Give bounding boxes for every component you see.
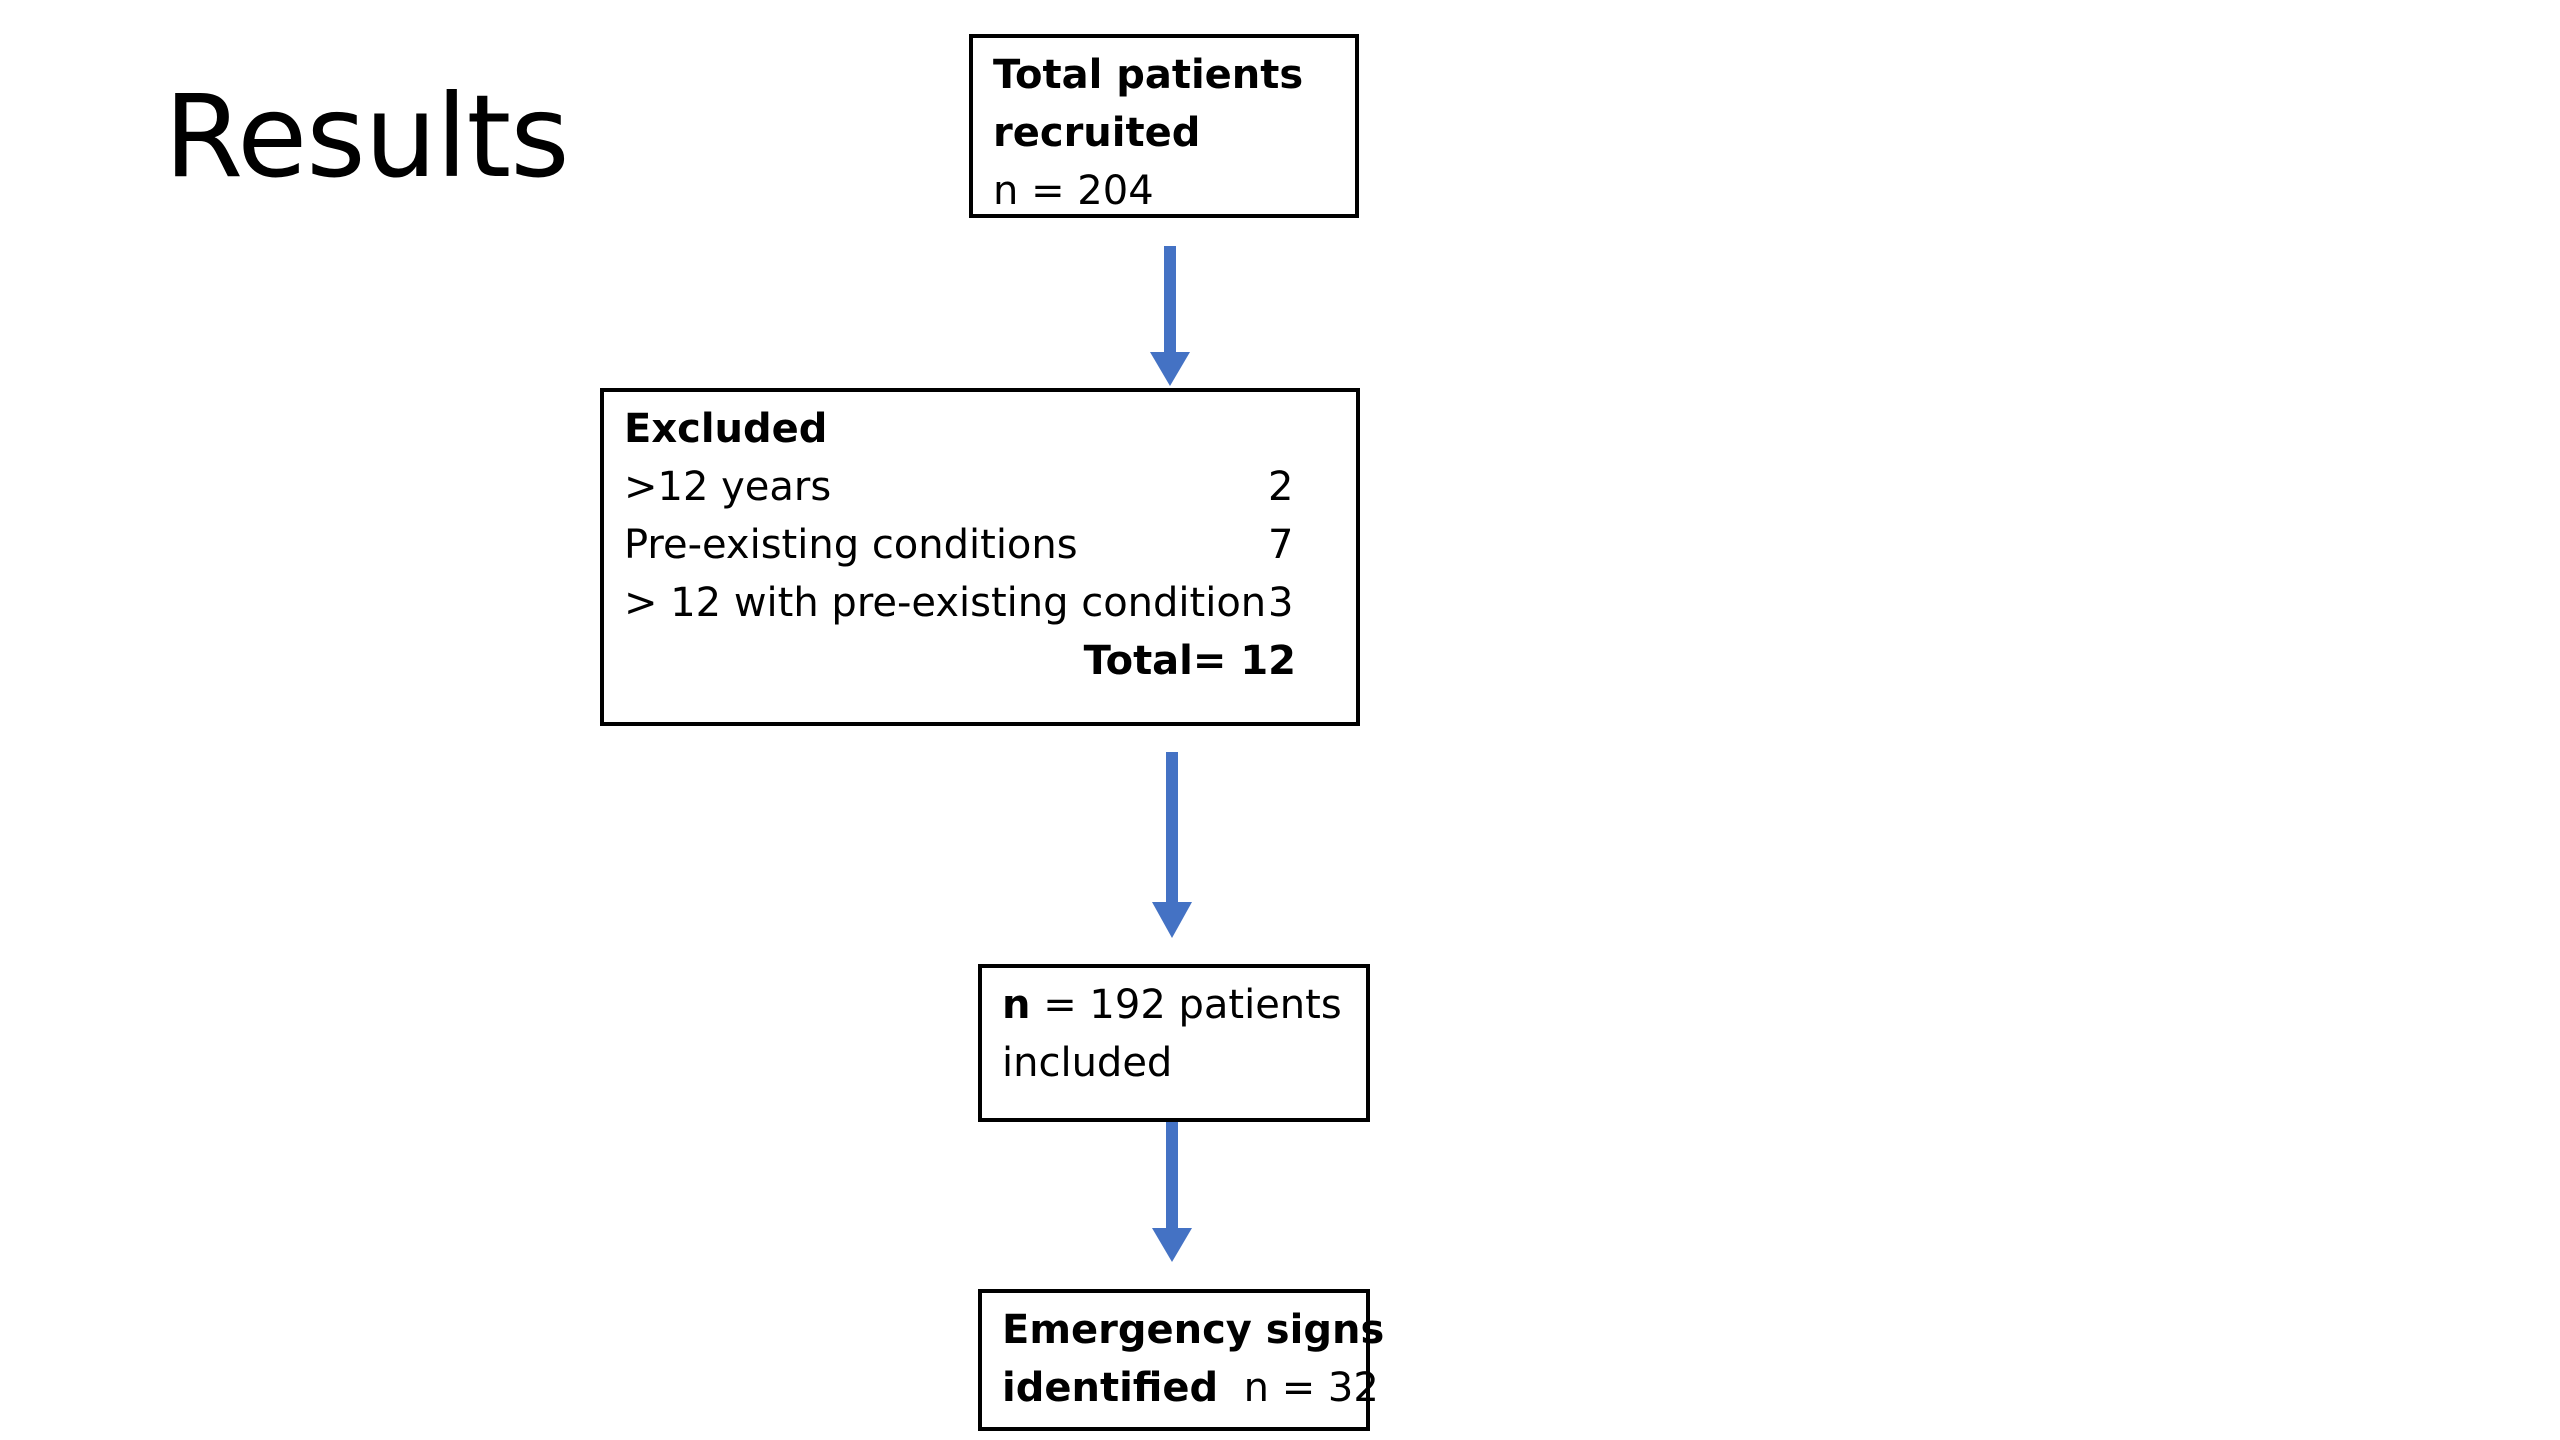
excluded-row-count: 2 (1268, 464, 1294, 510)
included-line2: included (1002, 1040, 1173, 1086)
excluded-row-count: 3 (1268, 580, 1294, 626)
included-box: n = 192 patients included (978, 964, 1370, 1122)
included-count: = 192 patients (1030, 982, 1342, 1028)
excluded-row-label: >12 years (624, 464, 832, 510)
excluded-heading: Excluded (624, 406, 828, 452)
excluded-box: Excluded >12 years 2 Pre-existing condit… (600, 388, 1360, 726)
emergency-signs-box: Emergency signs identified n = 32 (978, 1289, 1385, 1431)
included-line1: n = 192 patients (1002, 976, 1346, 1034)
emergency-line1: Emergency signs (1002, 1307, 1385, 1353)
total-recruited-line1: Total patients (993, 52, 1304, 98)
arrow-total-to-excluded (1150, 246, 1190, 386)
emergency-identified-label: identified (1002, 1365, 1219, 1411)
emergency-line2: identified n = 32 (1002, 1359, 1379, 1417)
total-recruited-line2: recruited (993, 110, 1201, 156)
total-recruited-box: Total patients recruited n = 204 (969, 34, 1359, 218)
arrow-excluded-to-included (1152, 752, 1192, 938)
excluded-row: > 12 with pre-existing condition 3 (624, 574, 1296, 632)
excluded-row-label: Pre-existing conditions (624, 522, 1078, 568)
included-n-label: n (1002, 982, 1031, 1028)
excluded-row: Pre-existing conditions 7 (624, 516, 1296, 574)
excluded-row: >12 years 2 (624, 458, 1296, 516)
total-recruited-count: n = 204 (993, 168, 1154, 214)
excluded-total: Total= 12 (1083, 638, 1296, 684)
emergency-count: n = 32 (1218, 1365, 1379, 1411)
excluded-row-label: > 12 with pre-existing condition (624, 580, 1267, 626)
arrow-included-to-emergency (1152, 1122, 1192, 1262)
slide-title: Results (164, 70, 570, 203)
excluded-row-count: 7 (1268, 522, 1294, 568)
